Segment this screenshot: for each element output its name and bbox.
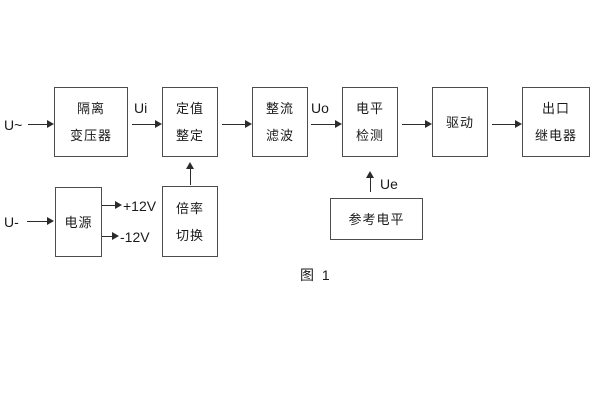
block-line: 驱动: [445, 114, 474, 130]
block-line: 电平: [355, 101, 384, 116]
arrow-reference-to-level: [366, 171, 374, 192]
block-line: 出口: [541, 101, 570, 116]
arrow-power-minus12v: [102, 232, 119, 240]
block-line: 参考电平: [348, 211, 405, 227]
block-output-relay: 出口 继电器: [522, 87, 590, 157]
label-minus-12v: -12V: [120, 229, 150, 245]
label-uo: Uo: [311, 100, 329, 116]
block-rectifier-filter: 整流 滤波: [252, 87, 308, 157]
block-line: 继电器: [534, 128, 577, 143]
arrow-level-to-drive: [402, 120, 432, 128]
label-ac-input: U~: [4, 117, 23, 133]
block-line: 隔离: [76, 101, 105, 116]
block-line: 整流: [265, 101, 294, 116]
arrow-transformer-to-setting: [132, 120, 162, 128]
block-isolation-transformer: 隔离 变压器: [54, 87, 128, 157]
block-line: 电源: [64, 214, 93, 230]
arrow-power-plus12v: [102, 201, 122, 209]
block-reference-level: 参考电平: [330, 198, 423, 240]
arrow-drive-to-relay: [492, 120, 522, 128]
block-setting: 定值 整定: [162, 87, 218, 157]
block-line: 整定: [175, 128, 204, 143]
block-power-supply: 电源: [55, 187, 102, 257]
label-ue: Ue: [380, 176, 398, 192]
block-line: 倍率: [175, 200, 204, 216]
block-line: 滤波: [265, 128, 294, 143]
block-ratio-switch: 倍率 切换: [162, 186, 218, 257]
block-line: 变压器: [69, 128, 112, 143]
arrow-setting-to-rectifier: [222, 120, 252, 128]
arrow-dc-input-to-power: [27, 217, 54, 225]
figure-caption: 图 1: [300, 267, 332, 283]
arrow-rectifier-to-level: [311, 120, 342, 128]
label-plus-12v: +12V: [123, 198, 157, 214]
arrow-ratio-to-setting: [186, 162, 194, 185]
block-line: 切换: [175, 227, 204, 243]
label-dc-input: U-: [4, 214, 19, 230]
block-drive: 驱动: [432, 87, 488, 157]
label-ui: Ui: [134, 100, 148, 116]
block-level-detection: 电平 检测: [342, 87, 398, 157]
block-line: 定值: [175, 101, 204, 116]
block-line: 检测: [355, 128, 384, 143]
arrow-ac-input-to-transformer: [28, 120, 54, 128]
